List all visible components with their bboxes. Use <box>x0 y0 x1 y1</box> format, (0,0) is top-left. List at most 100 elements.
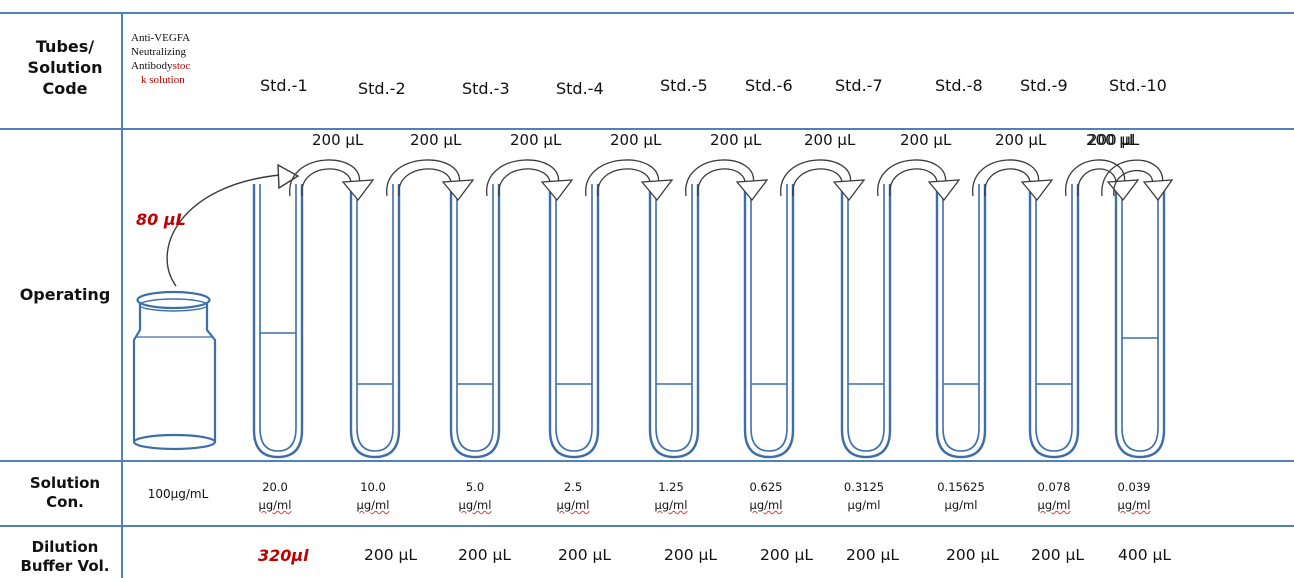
tube-buffer-volume: 200 μL <box>364 546 418 564</box>
transfer-volume-label: 200 μL <box>312 131 364 149</box>
row-label-buffer: Dilution Buffer Vol. <box>10 538 120 576</box>
stock-name-line2: Neutralizing <box>131 46 186 58</box>
tube-inner-wall <box>750 184 788 452</box>
tube-buffer-volume: 200 μL <box>458 546 512 564</box>
transfer-volume-label: 200 μL <box>1088 131 1140 149</box>
tube-code-label: Std.-5 <box>660 76 708 95</box>
tube-concentration-value: 0.3125 <box>843 480 885 494</box>
dilution-arrow-shaft <box>685 159 754 197</box>
stock-name-line3: Antibodystoc <box>131 59 190 73</box>
dilution-arrow-head <box>1020 179 1054 202</box>
tube-code-label: Std.-10 <box>1109 76 1167 95</box>
transfer-volume-label: 200 μL <box>900 131 952 149</box>
tube-code-label: Std.-9 <box>1020 76 1068 95</box>
row-label-operating: Operating <box>19 285 111 304</box>
row-label-code-line2: Solution <box>27 58 103 77</box>
dilution-arrow-head <box>540 179 574 202</box>
table-grid <box>0 12 1294 578</box>
tube-row <box>252 184 1166 459</box>
dilution-arrow-shaft <box>877 159 946 197</box>
dilution-arrow-inner <box>597 168 651 197</box>
tube-buffer-volume: 400 μL <box>1118 546 1172 564</box>
tube-outline <box>1114 184 1166 459</box>
tube-inner-wall <box>1121 184 1159 452</box>
tube-concentration-value: 1.25 <box>658 480 684 494</box>
dilution-arrow-inner <box>889 168 938 197</box>
tube-buffer-volume: 320μl <box>258 546 309 565</box>
vial-rim-inner <box>138 298 209 312</box>
tube-concentration-unit: μg/ml <box>556 498 590 512</box>
tube-concentration-unit: μg/ml <box>654 498 688 512</box>
row-label-code-line3: Code <box>42 79 88 98</box>
tube-concentration-unit: μg/ml <box>944 498 978 512</box>
dilution-arrow-shaft <box>972 159 1040 197</box>
stock-name-line3-black: Antibody <box>131 60 173 72</box>
stock-name-line3-red: stoc <box>172 60 191 72</box>
tube-outline <box>648 184 700 459</box>
tube-concentration-unit: μg/ml <box>847 498 881 512</box>
vial-rim <box>136 290 211 310</box>
tube-code-label: Std.-1 <box>260 76 308 95</box>
row-label-concentration-line1: Solution <box>29 474 101 492</box>
tube-concentration-unit: μg/ml <box>258 498 292 512</box>
vial-body <box>132 302 217 442</box>
tube-concentration-unit: μg/ml <box>1117 498 1151 512</box>
tube-outline <box>1028 184 1080 459</box>
stock-transfer-arrow-head <box>277 163 300 190</box>
tube-concentration-unit: μg/ml <box>1037 498 1071 512</box>
tube-outline <box>449 184 501 459</box>
tube-outline <box>252 184 304 459</box>
tube-concentration: 1.25 μg/ml <box>636 478 706 514</box>
row-label-concentration: Solution Con. <box>10 474 120 512</box>
tube-inner-wall <box>555 184 593 452</box>
stock-name-line4-red: k solution <box>141 74 185 86</box>
dilution-arrow-inner <box>1077 168 1117 197</box>
tube-buffer-volume: 200 μL <box>946 546 1000 564</box>
tube-concentration-value: 20.0 <box>262 480 288 494</box>
dilution-arrow-head <box>341 179 375 202</box>
tube-buffer-volume: 200 μL <box>1031 546 1085 564</box>
transfer-volume-label: 200 μL <box>410 131 462 149</box>
dilution-arrow-shaft <box>780 159 851 197</box>
tube-concentration-value: 10.0 <box>360 480 386 494</box>
row-label-buffer-line1: Dilution <box>31 538 99 556</box>
row-label-code-line1: Tubes/ <box>35 37 95 56</box>
tube-inner-wall <box>655 184 693 452</box>
stock-name-line1: Anti-VEGFA <box>131 32 191 44</box>
stock-vial <box>132 290 217 451</box>
tube-buffer-volume: 200 μL <box>664 546 718 564</box>
tube-buffer-volume: 200 μL <box>846 546 900 564</box>
tube-outline <box>935 184 987 459</box>
dilution-arrow-shaft <box>289 159 360 197</box>
tube-code-label: Std.-4 <box>556 79 604 98</box>
tube-concentration-value: 0.15625 <box>937 480 985 494</box>
dilution-arrow-shaft <box>585 159 659 197</box>
tube-concentration-unit: μg/ml <box>749 498 783 512</box>
stock-concentration: 100μg/mL <box>147 487 209 501</box>
tube-concentration: 0.3125 μg/ml <box>829 478 899 514</box>
tube-code-label: Std.-7 <box>835 76 883 95</box>
stock-name: Anti-VEGFA Neutralizing Antibodystoc k s… <box>131 31 190 87</box>
tube-code-label: Std.-6 <box>745 76 793 95</box>
tube-concentration: 0.625 μg/ml <box>731 478 801 514</box>
discard-arrow-inner <box>1113 169 1154 197</box>
tube-concentration-value: 0.625 <box>749 480 783 494</box>
transfer-volume-label: 200 μL <box>995 131 1047 149</box>
dilution-arrow-head <box>927 179 961 202</box>
dilution-arrow-inner <box>498 168 551 197</box>
tube-concentration-value: 2.5 <box>563 480 583 494</box>
tube-concentration: 20.0 μg/ml <box>240 478 310 514</box>
dilution-arrow-inner <box>984 168 1031 197</box>
transfer-arrows <box>166 159 1174 287</box>
transfer-volume-label: 200 μL <box>510 131 562 149</box>
tube-outline <box>743 184 795 459</box>
dilution-arrow-inner <box>398 168 452 197</box>
dilution-arrow-shaft <box>386 159 460 197</box>
row-label-code: Tubes/ Solution Code <box>10 36 120 99</box>
row-label-concentration-line2: Con. <box>46 493 84 511</box>
tube-concentration-unit: μg/ml <box>458 498 492 512</box>
tube-outline <box>840 184 892 459</box>
tube-concentration: 2.5 μg/ml <box>538 478 608 514</box>
